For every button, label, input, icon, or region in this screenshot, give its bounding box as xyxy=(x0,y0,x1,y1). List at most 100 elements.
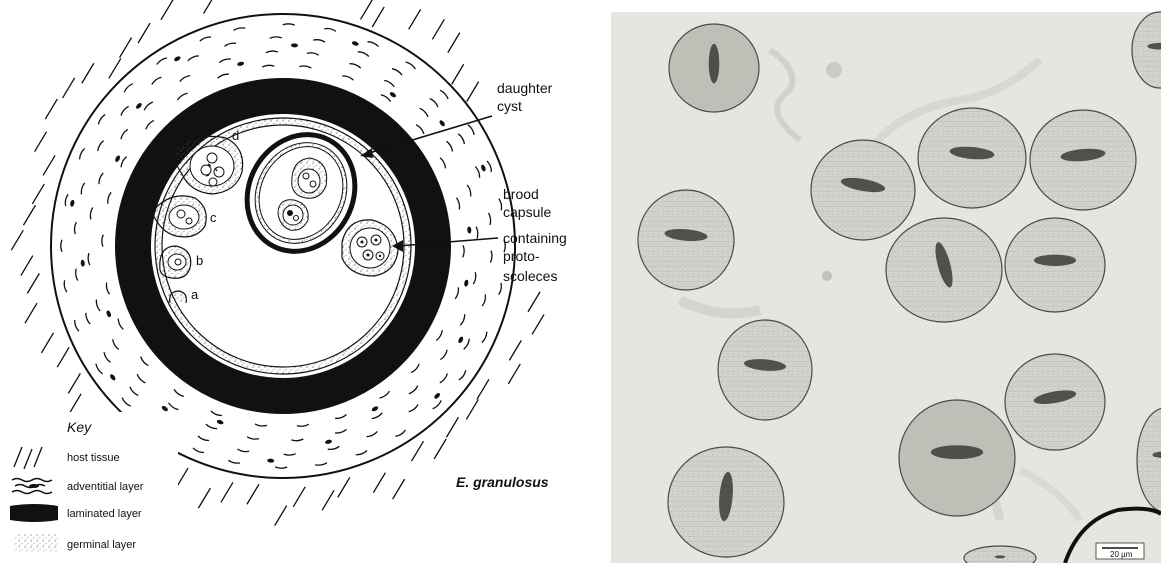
daughter-cyst-label: daughter cyst xyxy=(497,80,556,114)
adventitial-dash xyxy=(80,149,85,160)
adventitial-cell xyxy=(114,155,121,163)
hatch-stroke xyxy=(82,63,94,83)
adventitial-dash xyxy=(237,449,249,452)
adventitial-dash xyxy=(141,357,149,366)
protoscolex xyxy=(1005,218,1105,312)
adventitial-dash xyxy=(356,451,367,455)
key-legend: Key host tissue adventitial layer lamina… xyxy=(0,412,178,563)
adventitial-cell xyxy=(161,405,169,412)
adventitial-dash xyxy=(446,141,452,151)
protoscolex xyxy=(718,320,812,420)
adventitial-dash xyxy=(482,332,487,343)
protoscolex xyxy=(811,140,915,240)
adventitial-cell xyxy=(457,336,464,344)
adventitial-dash xyxy=(169,403,179,410)
adventitial-dash xyxy=(342,76,353,80)
adventitial-dash xyxy=(350,64,361,68)
adventitial-dash xyxy=(144,102,153,110)
adventitial-cell xyxy=(267,458,274,462)
adventitial-dash xyxy=(440,90,448,99)
adventitial-dash xyxy=(324,29,336,32)
protoscoleces-micrograph: 20 µm xyxy=(611,12,1161,563)
adventitial-dash xyxy=(75,222,77,234)
adventitial-dash xyxy=(392,69,402,76)
adventitial-dash xyxy=(372,413,383,419)
hatch-stroke xyxy=(35,132,47,152)
adventitial-dash xyxy=(409,404,418,412)
adventitial-dash xyxy=(206,424,217,429)
adventitial-dash xyxy=(358,52,369,57)
scale-bar: 20 µm xyxy=(1096,543,1144,559)
adventitial-dash xyxy=(283,24,295,25)
adventitial-dash xyxy=(436,330,442,340)
hatch-stroke xyxy=(69,394,81,414)
adventitial-dash xyxy=(487,161,491,172)
adventitial-dash xyxy=(266,51,278,53)
adventitial-dash xyxy=(99,173,103,184)
adventitial-dash xyxy=(90,208,92,220)
adventitial-dash xyxy=(440,374,448,383)
adventitial-dash xyxy=(297,424,309,426)
hatch-stroke xyxy=(508,364,520,384)
hatch-stroke xyxy=(393,479,405,499)
adventitial-cell xyxy=(109,373,116,381)
adventitial-dash xyxy=(328,446,340,449)
adventitial-cell xyxy=(480,164,486,172)
protoscolex xyxy=(668,447,784,557)
adventitial-dash xyxy=(234,28,246,31)
adventitial-dash xyxy=(81,183,84,195)
hatch-stroke xyxy=(373,473,385,493)
hatch-stroke xyxy=(361,0,373,19)
adventitial-dash xyxy=(64,280,67,292)
adventitial-dash xyxy=(106,283,109,295)
adventitial-dash xyxy=(121,106,129,115)
adventitial-dash xyxy=(291,439,303,441)
hatch-stroke xyxy=(120,38,132,58)
adventitial-dash xyxy=(433,400,442,408)
adventitial-dash xyxy=(463,245,464,257)
adventitial-dash xyxy=(440,158,446,169)
adventitial-dash xyxy=(384,80,394,87)
adventitial-dash xyxy=(121,129,128,139)
adventitial-dash xyxy=(406,62,416,69)
adventitial-dash xyxy=(180,76,190,82)
hatch-stroke xyxy=(21,256,33,276)
hatch-stroke xyxy=(23,205,35,225)
adventitial-cell xyxy=(70,199,75,207)
adventitial-dash xyxy=(440,350,447,360)
adventitial-cell xyxy=(467,226,472,233)
adventitial-dash xyxy=(275,467,287,468)
hatch-stroke xyxy=(528,292,540,312)
hatch-stroke xyxy=(338,477,350,497)
hatch-stroke xyxy=(448,33,460,53)
adventitial-dash xyxy=(395,430,405,436)
adventitial-dash xyxy=(335,415,346,419)
brood-capsule-label: brood capsule containing proto- scoleces xyxy=(503,186,571,284)
adventitial-dash xyxy=(98,115,105,125)
key-adventitial-layer: adventitial layer xyxy=(67,481,144,493)
adventitial-dash xyxy=(455,287,458,299)
hatch-stroke xyxy=(532,314,544,334)
adventitial-dash xyxy=(482,295,485,307)
hatch-stroke xyxy=(57,347,69,367)
hydatid-cyst-diagram: d c b a daughter cyst brood capsule cont… xyxy=(0,0,571,563)
adventitial-dash xyxy=(458,134,464,144)
adventitial-cell xyxy=(371,405,379,412)
adventitial-dash xyxy=(198,436,209,441)
adventitial-dash xyxy=(430,99,438,108)
hatch-stroke xyxy=(45,99,57,119)
adventitial-dash xyxy=(122,398,131,407)
adventitial-dash xyxy=(315,463,327,465)
adventitial-dash xyxy=(416,125,424,134)
adventitial-dash xyxy=(76,269,78,281)
key-title: Key xyxy=(67,419,92,435)
adventitial-dash xyxy=(475,167,479,178)
adventitial-dash xyxy=(489,213,491,225)
hatch-stroke xyxy=(293,487,305,507)
adventitial-dash xyxy=(467,185,471,197)
adventitial-cell xyxy=(216,419,224,425)
adventitial-dash xyxy=(420,108,428,117)
hatch-stroke xyxy=(275,506,287,526)
hatch-stroke xyxy=(198,488,210,508)
adventitial-dash xyxy=(228,460,240,463)
